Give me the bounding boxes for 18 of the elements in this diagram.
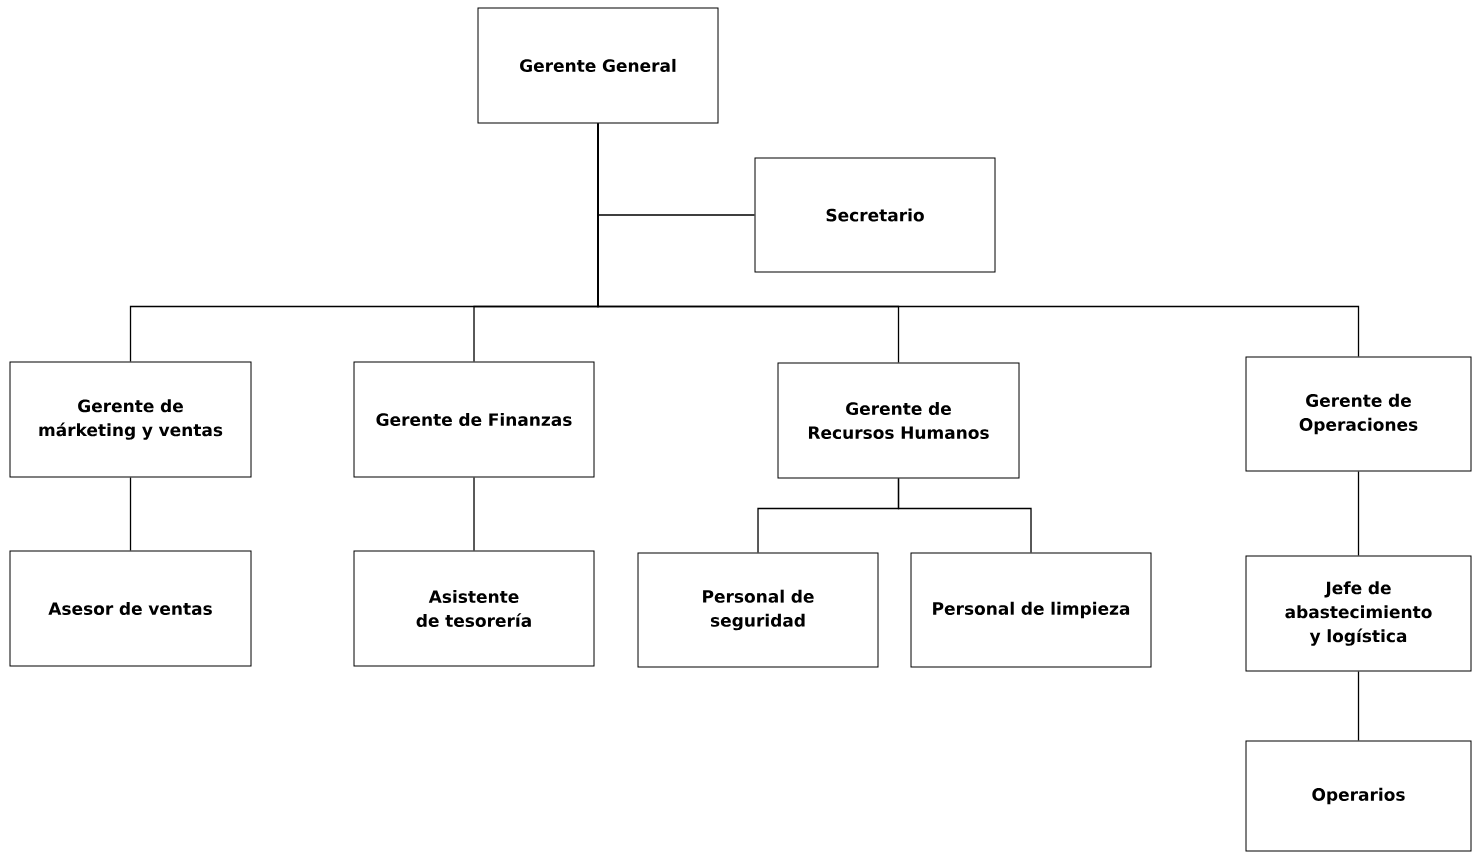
connector-line xyxy=(1357,670,1360,742)
org-box: Personal de limpieza xyxy=(910,552,1152,668)
org-box: Gerente de Operaciones xyxy=(1245,356,1472,472)
org-box: Asistente de tesorería xyxy=(353,550,595,667)
org-box: Gerente General xyxy=(477,7,719,124)
org-box: Secretario xyxy=(754,157,996,273)
connector-line xyxy=(473,476,475,552)
connector-line xyxy=(597,122,1360,358)
org-box: Gerente de Finanzas xyxy=(353,361,595,478)
org-box: Jefe de abastecimiento y logística xyxy=(1245,555,1472,672)
org-box: Asesor de ventas xyxy=(9,550,252,667)
connector-line xyxy=(897,477,1032,554)
org-box: Operarios xyxy=(1245,740,1472,852)
org-box: Personal de seguridad xyxy=(637,552,879,668)
connector-line xyxy=(1357,470,1360,557)
org-box: Gerente de Recursos Humanos xyxy=(777,362,1020,479)
org-box: Gerente de márketing y ventas xyxy=(9,361,252,478)
connector-line xyxy=(129,476,132,552)
